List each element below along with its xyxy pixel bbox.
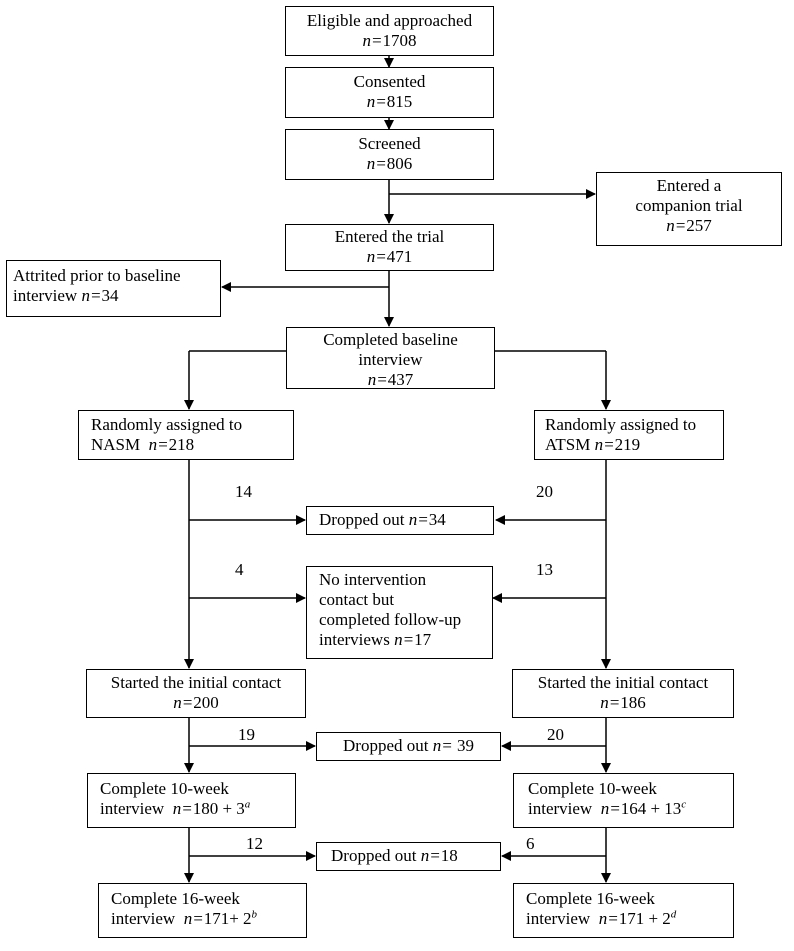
count-drop2-right: 20 xyxy=(547,725,564,744)
nocontact-count: 17 xyxy=(414,630,432,649)
nasm-count: 218 xyxy=(168,435,195,454)
box-10week-right: Complete 10-week interview n=164 + 13c xyxy=(513,773,734,828)
nocontact-label-3: completed follow-up xyxy=(319,610,462,629)
attrited-count: 34 xyxy=(101,286,119,305)
companion-label-1: Entered a xyxy=(656,176,722,195)
box-started-right: Started the initial contact n=186 xyxy=(512,669,734,718)
week16-right-label-2: interview xyxy=(526,909,591,928)
box-nasm: Randomly assigned to NASM n=218 xyxy=(78,410,294,460)
atsm-group: ATSM xyxy=(545,435,591,454)
screened-label: Screened xyxy=(358,134,421,153)
dropped2-label: Dropped out xyxy=(343,736,429,755)
week10-left-label-2: interview xyxy=(100,799,165,818)
footnote-d: d xyxy=(670,908,677,921)
week16-right-count: 171 + 2 xyxy=(618,909,671,928)
week10-left-label-1: Complete 10-week xyxy=(100,779,229,798)
companion-label-2: companion trial xyxy=(635,196,743,215)
consented-count: 815 xyxy=(386,92,413,111)
count-drop1-left: 14 xyxy=(235,482,252,501)
nasm-label: Randomly assigned to xyxy=(91,415,243,434)
week10-right-label-2: interview xyxy=(528,799,593,818)
started-right-count: 186 xyxy=(620,693,646,712)
box-dropped-out-3: Dropped out n=18 xyxy=(316,842,501,871)
companion-count: 257 xyxy=(686,216,712,235)
week16-left-count: 171+ 2 xyxy=(203,909,252,928)
footnote-a: a xyxy=(244,798,251,811)
box-entered-trial: Entered the trial n=471 xyxy=(285,224,494,271)
attrited-label-1: Attrited prior to baseline xyxy=(13,266,181,285)
nasm-group: NASM xyxy=(91,435,141,454)
dropped3-label: Dropped out xyxy=(331,846,417,865)
count-nocontact-left: 4 xyxy=(235,560,244,579)
box-started-left: Started the initial contact n=200 xyxy=(86,669,306,718)
eligible-label: Eligible and approached xyxy=(306,11,473,30)
week16-left-label-2: interview xyxy=(111,909,176,928)
started-left-label: Started the initial contact xyxy=(110,673,282,692)
box-16week-right: Complete 16-week interview n=171 + 2d xyxy=(513,883,734,938)
dropped1-count: 34 xyxy=(428,510,446,529)
week16-right-label-1: Complete 16-week xyxy=(526,889,655,908)
baseline-label-1: Completed baseline xyxy=(323,330,458,349)
week10-left-count: 180 + 3 xyxy=(192,799,245,818)
nocontact-label-2: contact but xyxy=(319,590,395,609)
count-drop2-left: 19 xyxy=(238,725,255,744)
count-drop3-left: 12 xyxy=(246,834,263,853)
started-right-label: Started the initial contact xyxy=(537,673,709,692)
nocontact-label-1: No intervention xyxy=(319,570,427,589)
box-screened: Screened n=806 xyxy=(285,129,494,180)
box-no-intervention: No intervention contact but completed fo… xyxy=(306,566,493,659)
consented-label: Consented xyxy=(353,72,426,91)
count-drop3-right: 6 xyxy=(526,834,535,853)
footnote-b: b xyxy=(251,908,258,921)
dropped1-label: Dropped out xyxy=(319,510,405,529)
nocontact-label-4: interviews xyxy=(319,630,390,649)
atsm-label: Randomly assigned to xyxy=(545,415,697,434)
entered-count: 471 xyxy=(386,247,413,266)
week10-right-count: 164 + 13 xyxy=(620,799,682,818)
box-consented: Consented n=815 xyxy=(285,67,494,118)
baseline-count: 437 xyxy=(387,370,414,389)
box-attrited: Attrited prior to baseline interview n=3… xyxy=(6,260,221,317)
count-drop1-right: 20 xyxy=(536,482,553,501)
screened-count: 806 xyxy=(386,154,413,173)
box-eligible: Eligible and approached n=1708 xyxy=(285,6,494,56)
baseline-label-2: interview xyxy=(358,350,423,369)
box-10week-left: Complete 10-week interview n=180 + 3a xyxy=(87,773,296,828)
box-atsm: Randomly assigned to ATSM n=219 xyxy=(534,410,724,460)
started-left-count: 200 xyxy=(193,693,219,712)
dropped2-count: 39 xyxy=(456,736,474,755)
box-16week-left: Complete 16-week interview n=171+ 2b xyxy=(98,883,307,938)
eligible-count: 1708 xyxy=(382,31,417,50)
box-companion-trial: Entered a companion trial n=257 xyxy=(596,172,782,246)
attrited-label-2: interview xyxy=(13,286,78,305)
week16-left-label-1: Complete 16-week xyxy=(111,889,240,908)
atsm-count: 219 xyxy=(614,435,641,454)
footnote-c: c xyxy=(681,798,687,811)
count-nocontact-right: 13 xyxy=(536,560,553,579)
week10-right-label-1: Complete 10-week xyxy=(528,779,657,798)
box-dropped-out-2: Dropped out n= 39 xyxy=(316,732,501,761)
dropped3-count: 18 xyxy=(440,846,458,865)
box-baseline: Completed baseline interview n=437 xyxy=(286,327,495,389)
entered-label: Entered the trial xyxy=(334,227,445,246)
box-dropped-out-1: Dropped out n=34 xyxy=(306,506,494,535)
